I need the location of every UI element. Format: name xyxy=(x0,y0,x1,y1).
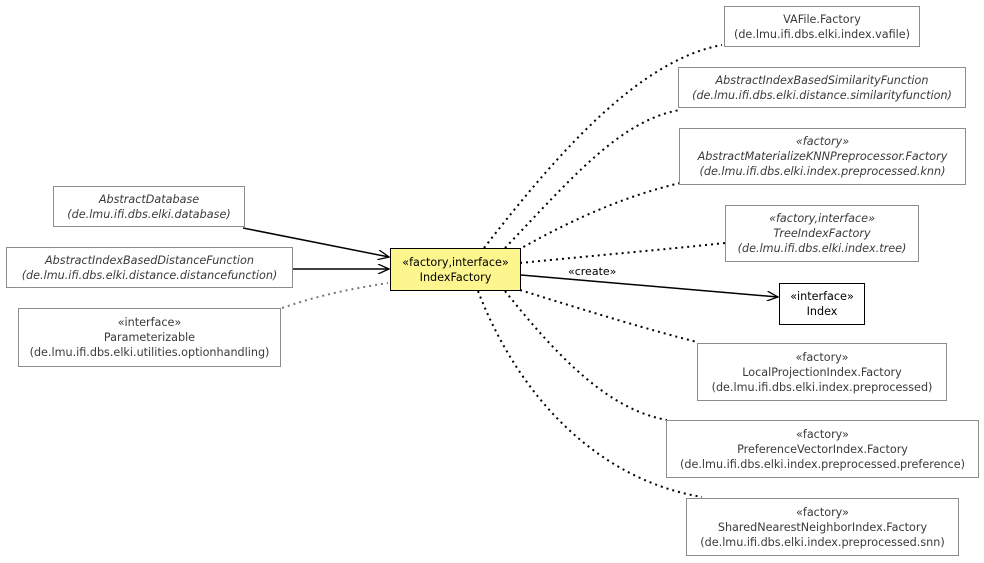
class-package: (de.lmu.ifi.dbs.elki.index.tree) xyxy=(737,242,907,255)
class-parameterizable[interactable]: «interface» Parameterizable (de.lmu.ifi.… xyxy=(18,308,281,367)
edge-vafile xyxy=(483,44,723,249)
class-stereotype: «interface» xyxy=(790,290,854,303)
class-package: (de.lmu.ifi.dbs.elki.index.preprocessed.… xyxy=(699,165,946,178)
class-name: AbstractIndexBasedDistanceFunction xyxy=(45,253,254,267)
class-name: Parameterizable xyxy=(103,331,196,344)
class-shared-nearest-neighbor-index-factory[interactable]: «factory» SharedNearestNeighborIndex.Fac… xyxy=(686,498,959,556)
class-abstract-database[interactable]: AbstractDatabase (de.lmu.ifi.dbs.elki.da… xyxy=(53,186,245,227)
class-package: (de.lmu.ifi.dbs.elki.database) xyxy=(67,207,231,221)
class-package: (de.lmu.ifi.dbs.elki.utilities.optionhan… xyxy=(29,346,270,359)
class-stereotype: «interface» xyxy=(117,316,182,329)
class-abstract-materialize-knn-preprocessor-factory[interactable]: «factory» AbstractMaterializeKNNPreproce… xyxy=(679,128,966,185)
class-preference-vector-index-factory[interactable]: «factory» PreferenceVectorIndex.Factory … xyxy=(666,420,979,478)
class-package: (de.lmu.ifi.dbs.elki.index.preprocessed.… xyxy=(700,535,945,549)
edge-pv xyxy=(504,290,668,421)
class-name: IndexFactory xyxy=(419,270,492,284)
create-edge-label: «create» xyxy=(568,265,617,278)
class-name: AbstractMaterializeKNNPreprocessor.Facto… xyxy=(697,150,948,163)
edge-param xyxy=(281,282,389,309)
edge-lp xyxy=(519,289,698,343)
class-package: (de.lmu.ifi.dbs.elki.index.preprocessed) xyxy=(711,380,933,394)
class-abstract-index-based-distance-function[interactable]: AbstractIndexBasedDistanceFunction (de.l… xyxy=(6,247,293,288)
class-package: (de.lmu.ifi.dbs.elki.index.preprocessed.… xyxy=(680,457,965,471)
edge-sim xyxy=(504,109,681,249)
class-tree-index-factory[interactable]: «factory,interface» TreeIndexFactory (de… xyxy=(725,205,919,262)
class-name: AbstractIndexBasedSimilarityFunction xyxy=(715,73,929,87)
edge-create xyxy=(520,274,778,297)
class-stereotype: «factory» xyxy=(796,505,849,519)
class-stereotype: «factory» xyxy=(796,427,849,441)
class-package: (de.lmu.ifi.dbs.elki.distance.similarity… xyxy=(692,88,952,102)
class-local-projection-index-factory[interactable]: «factory» LocalProjectionIndex.Factory (… xyxy=(697,343,947,401)
class-stereotype: «factory» xyxy=(795,350,849,364)
class-name: SharedNearestNeighborIndex.Factory xyxy=(717,520,928,534)
class-name: PreferenceVectorIndex.Factory xyxy=(737,442,908,456)
class-stereotype: «factory,interface» xyxy=(769,212,875,225)
class-abstract-index-based-similarity-function[interactable]: AbstractIndexBasedSimilarityFunction (de… xyxy=(678,67,966,108)
class-name: AbstractDatabase xyxy=(98,192,200,206)
class-package: (de.lmu.ifi.dbs.elki.index.vafile) xyxy=(733,27,911,41)
edge-tree xyxy=(519,242,726,264)
class-name: VAFile.Factory xyxy=(783,12,861,26)
class-name: LocalProjectionIndex.Factory xyxy=(742,365,902,379)
class-index-factory[interactable]: «factory,interface» IndexFactory xyxy=(390,248,521,291)
class-name: TreeIndexFactory xyxy=(773,227,871,240)
class-name: Index xyxy=(806,305,838,318)
class-stereotype: «factory» xyxy=(795,135,850,148)
class-index[interactable]: «interface» Index xyxy=(779,283,865,325)
class-package: (de.lmu.ifi.dbs.elki.distance.distancefu… xyxy=(21,268,278,282)
class-vafile-factory[interactable]: VAFile.Factory (de.lmu.ifi.dbs.elki.inde… xyxy=(724,6,920,47)
class-stereotype: «factory,interface» xyxy=(402,255,509,269)
edge-knn xyxy=(517,182,681,251)
edge-db xyxy=(242,227,389,257)
